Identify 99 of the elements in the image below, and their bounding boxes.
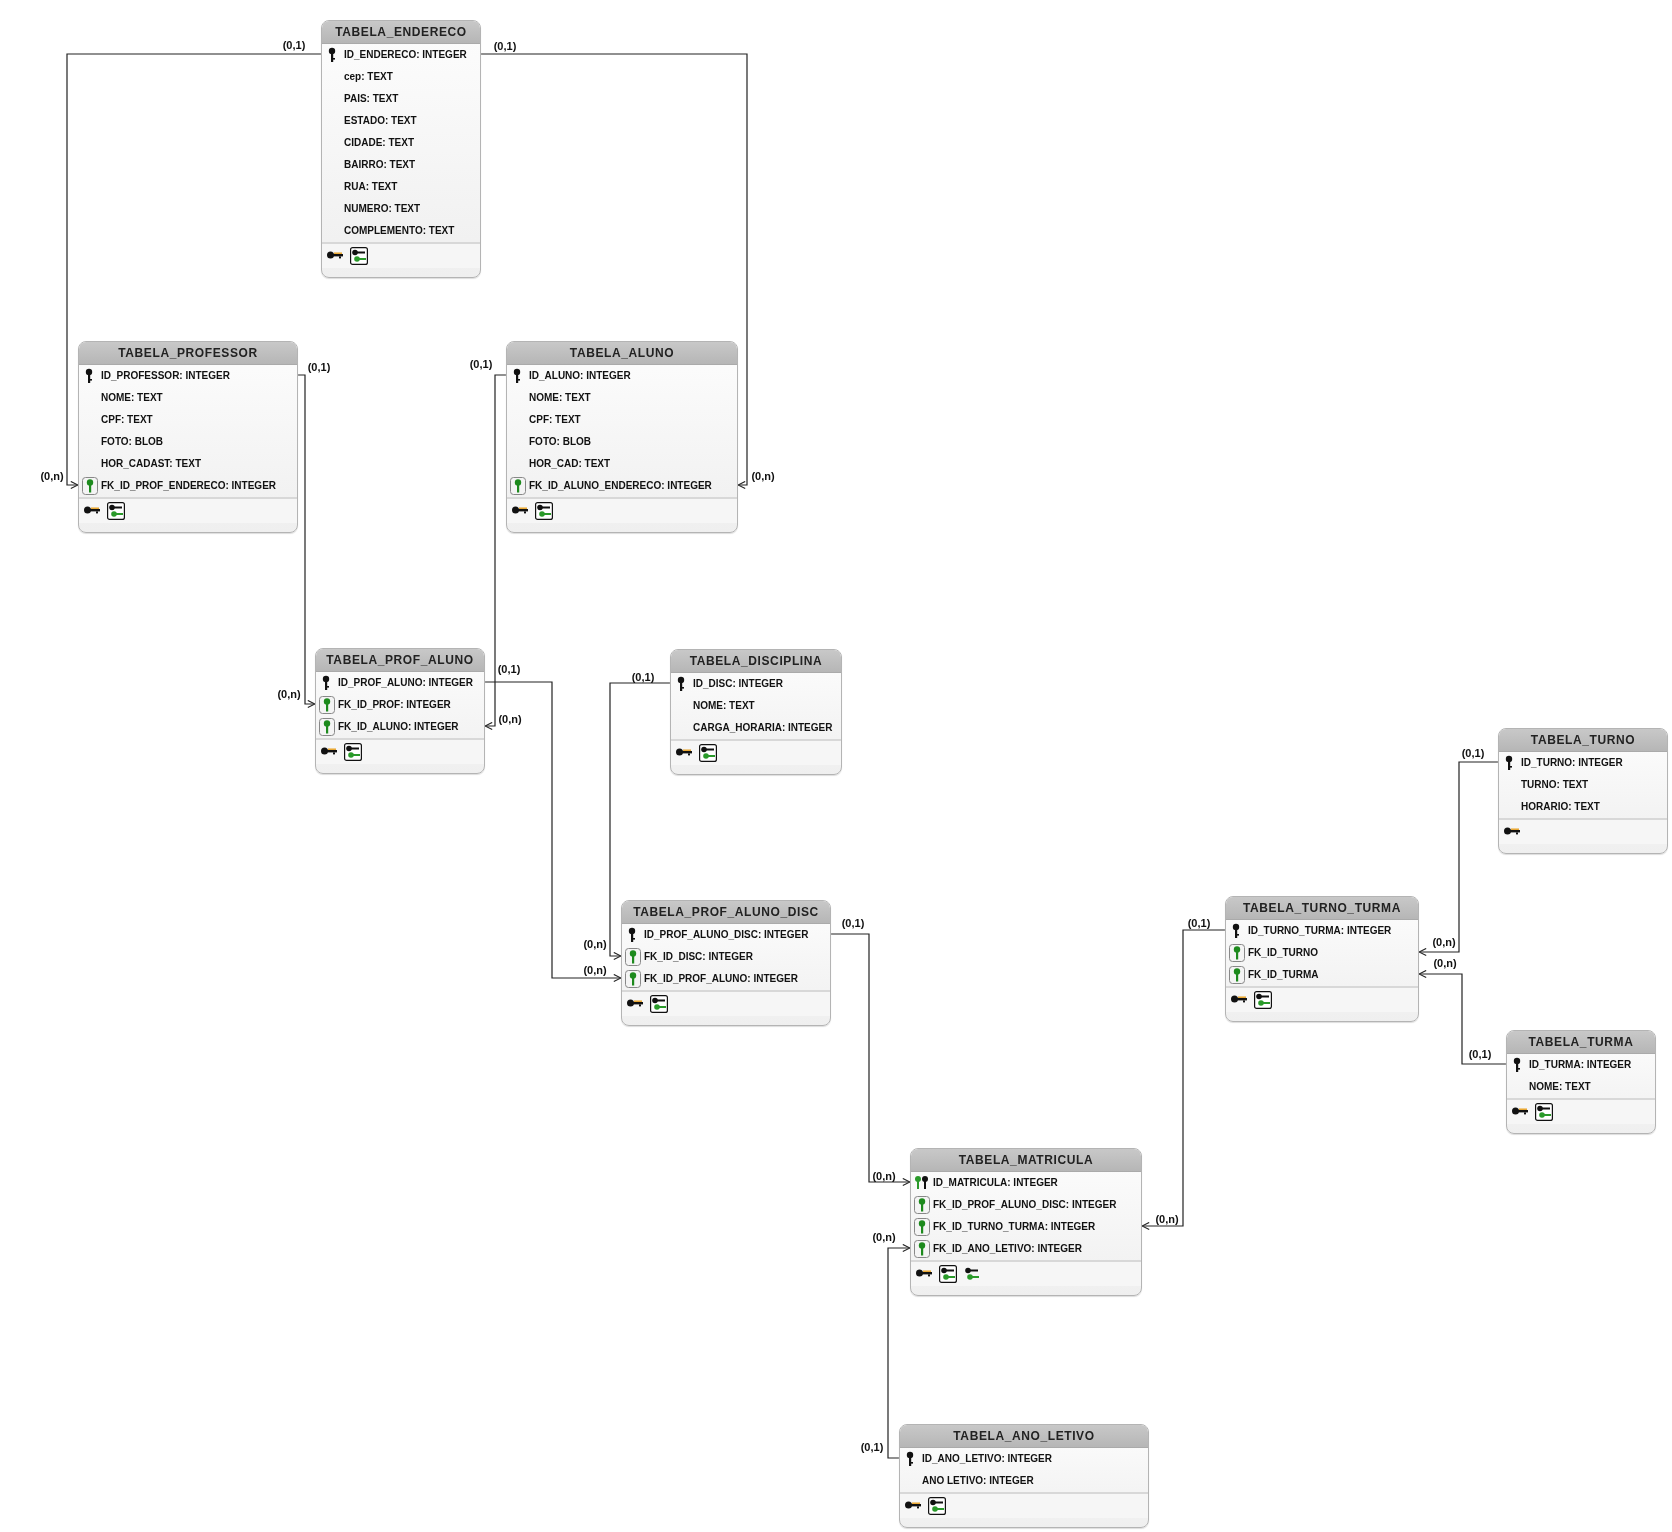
cardinality-label: (0,1) — [860, 1440, 884, 1454]
cardinality-label: (0,n) — [872, 1169, 896, 1183]
cardinality-label: (0,1) — [1187, 916, 1211, 930]
entity-table — [621, 900, 831, 1026]
cardinality-label: (0,1) — [631, 670, 655, 684]
entity-table — [1498, 728, 1668, 854]
relationship-connector — [609, 682, 671, 961]
relationship-connector — [484, 681, 622, 983]
column-name: FK_ID_PROF: INTEGER — [338, 699, 451, 711]
column-name: ESTADO: TEXT — [344, 115, 417, 127]
column-name: FK_ID_TURNO_TURMA: INTEGER — [933, 1221, 1096, 1233]
column-name: ID_TURMA: INTEGER — [1529, 1059, 1632, 1071]
column-name: NOME: TEXT — [1529, 1081, 1591, 1093]
cardinality-label: (0,n) — [1155, 1212, 1179, 1226]
cardinality-label: (0,n) — [277, 687, 301, 701]
column-name: CPF: TEXT — [101, 414, 153, 426]
relationship-connector — [830, 933, 911, 1187]
table-title: TABELA_PROF_ALUNO — [316, 649, 484, 672]
relationship-connector — [1141, 929, 1226, 1231]
column-name: TURNO: TEXT — [1521, 779, 1589, 791]
cardinality-label: (0,n) — [498, 712, 522, 726]
column-name: ID_TURNO: INTEGER — [1521, 757, 1623, 769]
column-name: ID_PROF_ALUNO: INTEGER — [338, 677, 473, 689]
column-name: FK_ID_ALUNO: INTEGER — [338, 721, 459, 733]
column-name: NUMERO: TEXT — [344, 203, 421, 215]
table-title: TABELA_TURNO_TURMA — [1226, 897, 1418, 920]
column-name: FK_ID_TURNO — [1248, 947, 1318, 959]
relationship-connector — [887, 1243, 911, 1459]
relationship-connector — [484, 374, 507, 731]
entity-table — [670, 649, 842, 775]
column-name: HOR_CADAST: TEXT — [101, 458, 201, 470]
entity-table — [315, 648, 485, 774]
column-name: ID_PROF_ALUNO_DISC: INTEGER — [644, 929, 809, 941]
column-name: FOTO: BLOB — [529, 436, 592, 448]
cardinality-label: (0,1) — [497, 662, 521, 676]
table-title: TABELA_PROF_ALUNO_DISC — [622, 901, 830, 924]
column-name: ID_ENDERECO: INTEGER — [344, 49, 467, 61]
entity-table — [1225, 896, 1419, 1022]
cardinality-label: (0,n) — [1432, 935, 1456, 949]
table-title: TABELA_MATRICULA — [911, 1149, 1141, 1172]
column-name: ID_ALUNO: INTEGER — [529, 370, 631, 382]
relationship-connector — [297, 374, 316, 709]
cardinality-label: (0,n) — [40, 469, 64, 483]
entity-table — [321, 20, 481, 278]
column-name: FOTO: BLOB — [101, 436, 164, 448]
cardinality-label: (0,n) — [1433, 956, 1457, 970]
column-name: ID_PROFESSOR: INTEGER — [101, 370, 230, 382]
cardinality-label: (0,1) — [282, 38, 306, 52]
column-name: CIDADE: TEXT — [344, 137, 414, 149]
cardinality-label: (0,n) — [751, 469, 775, 483]
entity-table — [78, 341, 298, 533]
column-name: FK_ID_PROF_ENDERECO: INTEGER — [101, 480, 277, 492]
column-name: HORARIO: TEXT — [1521, 801, 1600, 813]
column-name: CPF: TEXT — [529, 414, 581, 426]
table-title: TABELA_TURMA — [1507, 1031, 1655, 1054]
relationship-connector — [66, 53, 322, 490]
entity-table — [899, 1424, 1149, 1528]
column-name: NOME: TEXT — [693, 700, 755, 712]
entity-table — [1506, 1030, 1656, 1134]
cardinality-label: (0,1) — [493, 39, 517, 53]
cardinality-label: (0,1) — [1468, 1047, 1492, 1061]
entity-table — [506, 341, 738, 533]
relationship-connector — [1418, 761, 1499, 957]
cardinality-label: (0,1) — [469, 357, 493, 371]
column-name: FK_ID_PROF_ALUNO: INTEGER — [644, 973, 798, 985]
column-name: CARGA_HORARIA: INTEGER — [693, 722, 833, 734]
cardinality-label: (0,n) — [583, 963, 607, 977]
column-name: cep: TEXT — [344, 71, 393, 83]
column-name: FK_ID_ALUNO_ENDERECO: INTEGER — [529, 480, 712, 492]
column-name: ID_ANO_LETIVO: INTEGER — [922, 1453, 1052, 1465]
column-name: NOME: TEXT — [529, 392, 591, 404]
table-title: TABELA_TURNO — [1499, 729, 1667, 752]
column-name: ID_TURNO_TURMA: INTEGER — [1248, 925, 1392, 937]
column-name: FK_ID_DISC: INTEGER — [644, 951, 753, 963]
cardinality-label: (0,1) — [841, 916, 865, 930]
column-name: BAIRRO: TEXT — [344, 159, 416, 171]
column-name: FK_ID_ANO_LETIVO: INTEGER — [933, 1243, 1082, 1255]
relationship-connector — [1418, 969, 1507, 1065]
cardinality-label: (0,1) — [307, 360, 331, 374]
table-title: TABELA_ALUNO — [507, 342, 737, 365]
column-name: HOR_CAD: TEXT — [529, 458, 611, 470]
cardinality-label: (0,1) — [1461, 746, 1485, 760]
table-title: TABELA_ANO_LETIVO — [900, 1425, 1148, 1448]
table-title: TABELA_ENDERECO — [322, 21, 480, 44]
cardinality-label: (0,n) — [872, 1230, 896, 1244]
column-name: RUA: TEXT — [344, 181, 398, 193]
column-name: PAIS: TEXT — [344, 93, 399, 105]
entity-table — [910, 1148, 1142, 1296]
table-title: TABELA_PROFESSOR — [79, 342, 297, 365]
column-name: COMPLEMENTO: TEXT — [344, 225, 455, 237]
column-name: NOME: TEXT — [101, 392, 163, 404]
column-name: FK_ID_PROF_ALUNO_DISC: INTEGER — [933, 1199, 1117, 1211]
column-name: ID_DISC: INTEGER — [693, 678, 783, 690]
column-name: ANO LETIVO: INTEGER — [922, 1475, 1034, 1487]
cardinality-label: (0,n) — [583, 937, 607, 951]
relationship-connector — [480, 53, 748, 490]
column-name: ID_MATRICULA: INTEGER — [933, 1177, 1058, 1189]
column-name: FK_ID_TURMA — [1248, 969, 1319, 981]
table-title: TABELA_DISCIPLINA — [671, 650, 841, 673]
